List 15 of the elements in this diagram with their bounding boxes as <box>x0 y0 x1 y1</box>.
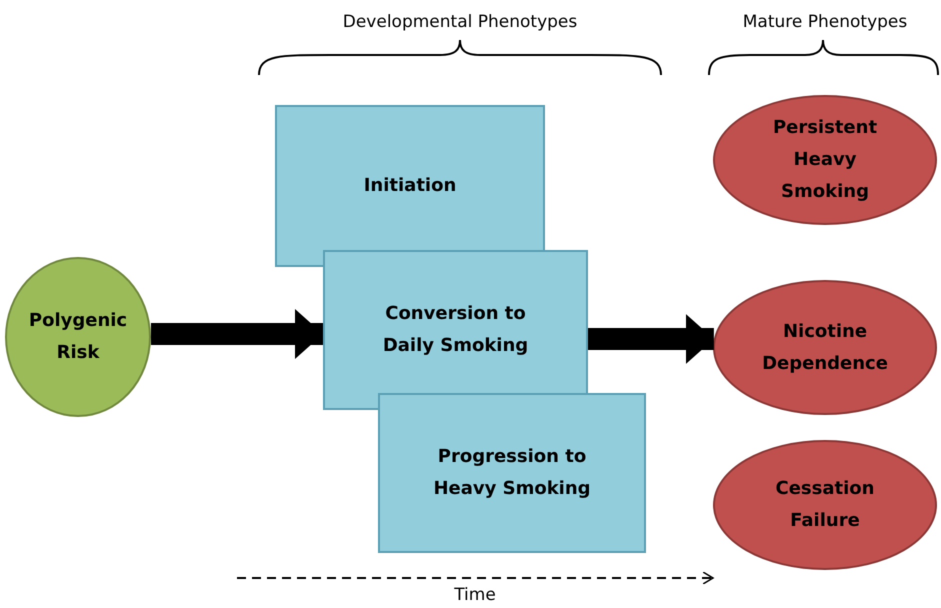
group-heading: Mature Phenotypes <box>742 11 908 34</box>
node-label: Nicotine Dependence <box>762 320 888 376</box>
phenotype-box <box>323 250 588 410</box>
node-label: Conversion to Daily Smoking <box>382 302 530 358</box>
node-label: Polygenic Risk <box>28 309 128 365</box>
block-arrow <box>150 309 323 359</box>
axis-label: Time <box>453 584 497 606</box>
block-arrow <box>588 314 714 364</box>
node-label: Cessation Failure <box>774 477 876 533</box>
group-heading: Developmental Phenotypes <box>342 11 578 34</box>
node-label: Persistent Heavy Smoking <box>772 116 878 204</box>
phenotype-box <box>378 393 646 553</box>
node-label: Initiation <box>364 174 456 198</box>
node-label: Progression to Heavy Smoking <box>432 445 592 501</box>
phenotype-box <box>275 105 545 267</box>
